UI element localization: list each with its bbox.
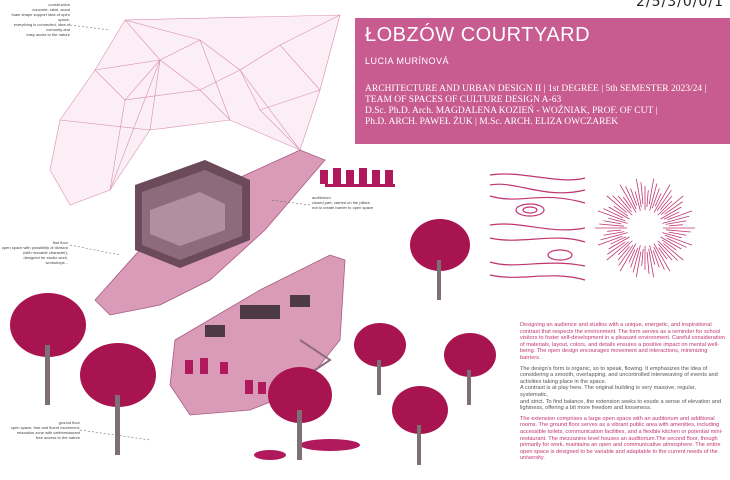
sunburst-ray xyxy=(634,191,641,211)
note-ground-floor: ground floor open space, free and fluent… xyxy=(10,420,80,440)
people-figures xyxy=(185,168,395,460)
sunburst-ray xyxy=(663,211,680,220)
sunburst-ray xyxy=(635,251,642,278)
sunburst-ray xyxy=(632,245,641,273)
sunburst-ray xyxy=(630,247,639,268)
sunburst-ray xyxy=(648,178,655,205)
sunburst-ray xyxy=(622,196,632,209)
sunburst-ray xyxy=(660,195,673,210)
sunburst-ray xyxy=(608,217,628,224)
sunburst-ray xyxy=(666,237,687,248)
sunburst-ray xyxy=(668,231,687,236)
first-floor-plan xyxy=(94,149,326,316)
sunburst-ray xyxy=(646,190,649,208)
sunburst-ray xyxy=(653,184,671,213)
sunburst-ray xyxy=(648,248,655,278)
sunburst-ray xyxy=(625,186,637,210)
description-paragraph: The design's form is organic, so to spea… xyxy=(520,365,722,412)
sunburst-ray xyxy=(649,183,658,211)
roof-wireframe xyxy=(49,14,341,206)
sunburst-ray xyxy=(662,215,690,224)
sunburst-ray xyxy=(603,220,622,225)
sunburst-ray xyxy=(630,188,638,206)
project-code: 2/5/3/0/0/1 xyxy=(635,0,724,10)
sunburst-ray xyxy=(668,224,683,227)
sunburst-ray xyxy=(606,195,627,213)
sunburst-ray xyxy=(628,249,636,263)
sunburst-ray xyxy=(663,243,684,261)
sunburst-ray xyxy=(652,250,660,268)
sunburst-ray xyxy=(610,236,627,245)
project-description: Designing an audience and studios with a… xyxy=(520,322,725,466)
auditorium-box xyxy=(135,160,250,268)
credits-line: TEAM OF SPACES OF CULTURE DESIGN A-63 xyxy=(365,95,562,105)
sunburst-ray xyxy=(608,206,630,220)
sunburst-ray xyxy=(597,210,626,222)
page-title: ŁOBZÓW COURTYARD xyxy=(365,24,591,46)
sunburst-ray xyxy=(597,235,623,246)
note-auditorium: auditorium closed part, carried on the p… xyxy=(312,195,374,210)
sunburst-ray xyxy=(612,195,633,216)
credits-line: ARCHITECTURE AND URBAN DESIGN II | 1st D… xyxy=(365,84,707,94)
sunburst-ray xyxy=(646,251,650,274)
sunburst-ray xyxy=(607,241,626,255)
sunburst-ray xyxy=(617,246,630,261)
sunburst-ray xyxy=(665,229,691,233)
description-paragraph: The extension comprises a large open spa… xyxy=(520,415,723,462)
sunburst-ray xyxy=(607,229,622,232)
sunburst-ray xyxy=(660,236,682,250)
sunburst-ray xyxy=(619,184,637,213)
sunburst-ray xyxy=(603,208,624,219)
ground-floor-rooms xyxy=(205,295,310,337)
sunburst-ray xyxy=(619,243,637,272)
sunburst-ray xyxy=(661,239,677,251)
sunburst-ray xyxy=(660,195,684,215)
sunburst-ray xyxy=(606,241,630,261)
sunburst-ray xyxy=(657,200,673,216)
sunburst-ray xyxy=(618,244,634,266)
sunburst-ray xyxy=(613,205,629,217)
sunburst-ray xyxy=(600,232,628,241)
credits-line: Ph.D. ARCH. PAWEŁ ŻUK | M.Sc. ARCH. ELIZ… xyxy=(365,117,619,127)
sunburst-ray xyxy=(599,223,625,227)
sunburst-ray xyxy=(649,245,656,265)
trees xyxy=(10,219,496,465)
sunburst-ray xyxy=(603,231,625,236)
sunburst-ray xyxy=(658,243,673,261)
sunburst-ray xyxy=(658,247,668,260)
sunburst-ray xyxy=(660,206,682,220)
sunburst-ray xyxy=(653,243,671,272)
sunburst-ray xyxy=(657,240,678,261)
sunburst-ray xyxy=(651,188,660,209)
credits-block: ARCHITECTURE AND URBAN DESIGN II | 1st D… xyxy=(365,84,725,128)
sunburst-ray xyxy=(640,182,644,205)
sunburst-ray xyxy=(654,193,662,207)
sunburst-ray xyxy=(665,220,687,225)
sunburst-ray xyxy=(608,236,630,250)
sunburst-ray xyxy=(617,195,632,213)
note-construction: construction concrete, steel, wood foam … xyxy=(11,2,71,37)
sunburst-ray xyxy=(617,240,633,256)
sunburst-ray xyxy=(664,201,683,215)
sunburst-ray xyxy=(664,234,693,246)
wood-grain-texture xyxy=(489,173,586,281)
sunburst-ray xyxy=(667,210,693,221)
sunburst-ray xyxy=(656,190,672,212)
author-name: LUCIA MURÍNOVÁ xyxy=(365,56,450,66)
sunburst-ray xyxy=(653,246,665,270)
note-first-floor: first floor open space with possibility … xyxy=(1,240,68,265)
sunburst-ray xyxy=(641,248,644,266)
sunburst-texture xyxy=(595,178,695,278)
description-paragraph: Designing an audience and studios with a… xyxy=(520,322,725,361)
title-panel: ŁOBZÓW COURTYARD LUCIA MURÍNOVÁ ARCHITEC… xyxy=(355,18,730,144)
sunburst-ray xyxy=(635,178,642,208)
sunburst-ray xyxy=(662,232,682,239)
credits-line: D.Sc. Ph.D. Arch. MAGDALENA KOZIEŃ - WOŹ… xyxy=(365,106,658,116)
